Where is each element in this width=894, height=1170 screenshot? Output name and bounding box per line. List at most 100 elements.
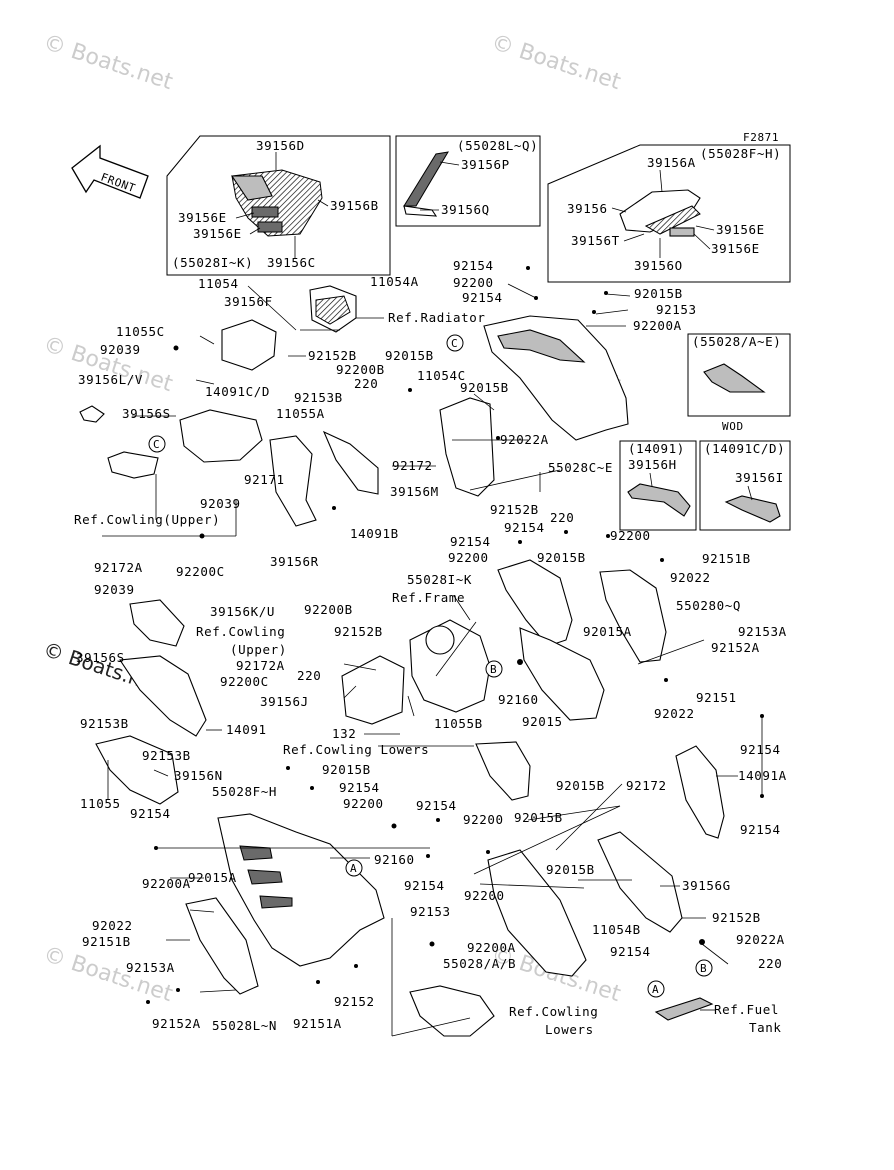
part-label: 220 (550, 510, 574, 525)
part-label: Tank (749, 1020, 782, 1035)
part-label: 92015 (522, 714, 563, 729)
part-label: 92154 (130, 806, 171, 821)
part-label: 92015B (385, 348, 434, 363)
part-label: 132 (332, 726, 356, 741)
part-label: 39156M (390, 484, 439, 499)
lower-parts (185, 745, 725, 1037)
part-label: 92154 (462, 290, 503, 305)
part-label: 92152B (334, 624, 383, 639)
callout-letter: A (652, 983, 659, 996)
part-label: 39156G (682, 878, 731, 893)
part-label: 92152A (711, 640, 760, 655)
part-label: 92172 (626, 778, 667, 793)
part-label: 14091B (350, 526, 399, 541)
fastener-dots (146, 266, 764, 1004)
callout-b-middle: B (485, 660, 503, 678)
part-label: 92154 (416, 798, 457, 813)
part-label: 92172 (392, 458, 433, 473)
part-label: 92154 (339, 780, 380, 795)
part-label: 92015A (583, 624, 632, 639)
part-label: 92015B (556, 778, 605, 793)
part-label: 92200C (220, 674, 269, 689)
callout-letter: B (490, 663, 497, 676)
callout-letter: B (700, 962, 707, 975)
box-14091C-D: (14091C/D) 39156I (699, 440, 791, 531)
part-label: 92153B (142, 748, 191, 763)
part-label: 92022 (654, 706, 695, 721)
callout-c-upper: C (446, 334, 464, 352)
box-14091: (14091) 39156H (619, 440, 697, 531)
label: 39156E (178, 210, 227, 225)
part-label: 92154 (610, 944, 651, 959)
part-label: 92015B (514, 810, 563, 825)
part-label: 92022 (670, 570, 711, 585)
part-label: Lowers (545, 1022, 594, 1037)
label: (55028I~K) (172, 255, 253, 270)
label: WOD (722, 420, 744, 433)
part-label: 92171 (244, 472, 285, 487)
part-label: 92200B (304, 602, 353, 617)
part-label: 92039 (94, 582, 135, 597)
part-label: 92152B (712, 910, 761, 925)
part-label: 92200 (448, 550, 489, 565)
part-label: 92022A (500, 432, 549, 447)
part-label: 55028/A/B (443, 956, 516, 971)
part-label: 39156R (270, 554, 319, 569)
part-label: 92153A (738, 624, 787, 639)
label: 39156Q (441, 202, 490, 217)
part-label: 14091C/D (205, 384, 270, 399)
part-label: 92151B (82, 934, 131, 949)
part-label: 11054C (417, 368, 466, 383)
part-label: 92153 (410, 904, 451, 919)
part-label: 92200B (336, 362, 385, 377)
label: 39156 (567, 201, 608, 216)
middle-parts (95, 559, 667, 805)
callout-a-right: A (647, 980, 665, 998)
part-label: 92151A (293, 1016, 342, 1031)
part-label: Ref.Cowling Lowers (283, 742, 429, 757)
label: 39156E (711, 241, 760, 256)
watermark: © Boats.net (488, 30, 624, 95)
part-label: Ref.Frame (392, 590, 465, 605)
part-labels: 92154 92200 92154 92015B 92153 92200A 11… (74, 258, 787, 1037)
part-label: 92152 (334, 994, 375, 1009)
part-label: 92160 (374, 852, 415, 867)
part-label: 39156K/U (210, 604, 275, 619)
callout-letter: C (153, 438, 160, 451)
part-label: 92039 (100, 342, 141, 357)
label: 39156D (256, 138, 305, 153)
box-55028I-K: 39156D 39156B 39156E 39156E (55028I~K) 3… (166, 135, 391, 276)
part-label: 92200A (142, 876, 191, 891)
part-label: 14091 (226, 722, 267, 737)
part-label: 11055C (116, 324, 165, 339)
label: 39156E (193, 226, 242, 241)
label: 39156T (571, 233, 620, 248)
part-label: 92200A (633, 318, 682, 333)
part-label: 92200 (463, 812, 504, 827)
part-label: Ref.Cowling (509, 1004, 598, 1019)
part-label: 92154 (450, 534, 491, 549)
part-label: 92153A (126, 960, 175, 975)
label: 39156A (647, 155, 696, 170)
part-label: 92154 (740, 822, 781, 837)
part-label: 92160 (498, 692, 539, 707)
part-label: 92151 (696, 690, 737, 705)
label: (55028/A~E) (692, 334, 781, 349)
part-label: Ref.Radiator (388, 310, 486, 325)
part-label: 92200A (467, 940, 516, 955)
box-55028L-Q: (55028L~Q) 39156P 39156Q (395, 135, 541, 227)
part-label: 92015B (537, 550, 586, 565)
part-label: 92022A (736, 932, 785, 947)
upper-cowling-parts (79, 285, 629, 527)
part-label: 92015A (188, 870, 237, 885)
part-label: 92022 (92, 918, 133, 933)
label: 39156E (716, 222, 765, 237)
part-label: 55028F~H (212, 784, 277, 799)
part-label: 55028C~E (548, 460, 613, 475)
part-label: 92153 (656, 302, 697, 317)
part-label: 11055B (434, 716, 483, 731)
part-label: 92200C (176, 564, 225, 579)
part-label: 55028I~K (407, 572, 472, 587)
callout-letter: A (350, 862, 357, 875)
